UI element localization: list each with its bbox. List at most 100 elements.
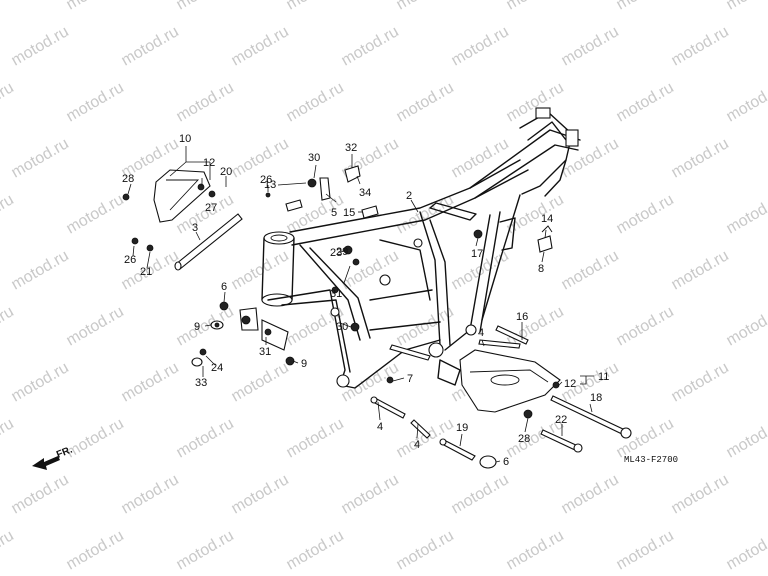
watermark-text: motod.ru bbox=[9, 471, 72, 517]
watermark-text: motod.ru bbox=[559, 247, 622, 293]
callout-4-c: 4 bbox=[414, 439, 420, 451]
callout-13: 13 bbox=[264, 179, 276, 191]
shaft-part bbox=[174, 213, 243, 271]
watermark-text: motod.ru bbox=[394, 527, 457, 573]
watermark-text: motod.ru bbox=[669, 247, 732, 293]
watermark-text: motod.ru bbox=[0, 527, 17, 573]
callout-26-b: 26 bbox=[124, 254, 136, 266]
watermark-text: motod.ru bbox=[119, 471, 182, 517]
diagram-code: ML43-F2700 bbox=[624, 455, 678, 465]
callout-23: 23 bbox=[330, 247, 342, 259]
callout-34: 34 bbox=[359, 187, 371, 199]
callout-6-b: 6 bbox=[503, 456, 509, 468]
callout-5: 5 bbox=[331, 207, 337, 219]
watermark-text: motod.ru bbox=[614, 191, 677, 237]
watermark-text: motod.ru bbox=[449, 23, 512, 69]
watermark-text: motod.ru bbox=[394, 79, 457, 125]
watermark-text: motod.ru bbox=[229, 359, 292, 405]
callout-20: 20 bbox=[220, 166, 232, 178]
callout-19: 19 bbox=[456, 422, 468, 434]
watermark-text: motod.ru bbox=[0, 191, 17, 237]
top-small-parts bbox=[285, 165, 553, 332]
callout-18: 18 bbox=[590, 392, 602, 404]
callout-28-a: 28 bbox=[122, 173, 134, 185]
watermark-text: motod.ru bbox=[724, 0, 768, 13]
watermark-text: motod.ru bbox=[394, 415, 457, 461]
watermark-text: motod.ru bbox=[284, 527, 347, 573]
watermark-text: motod.ru bbox=[559, 23, 622, 69]
leader-lines bbox=[127, 146, 594, 463]
watermark-text: motod.ru bbox=[64, 303, 127, 349]
watermark-text: motod.ru bbox=[9, 247, 72, 293]
watermark-text: motod.ru bbox=[174, 415, 237, 461]
callout-2: 2 bbox=[406, 190, 412, 202]
watermark-text: motod.ru bbox=[504, 79, 567, 125]
main-frame bbox=[261, 107, 581, 389]
watermark-text: motod.ru bbox=[559, 471, 622, 517]
fairing-stay bbox=[153, 169, 216, 223]
front-direction-indicator: FR. bbox=[32, 444, 74, 470]
watermark-text: motod.ru bbox=[64, 0, 127, 13]
watermark-text: motod.ru bbox=[669, 23, 732, 69]
callout-30-a: 30 bbox=[308, 152, 320, 164]
callout-16: 16 bbox=[516, 311, 528, 323]
callout-17: 17 bbox=[471, 248, 483, 260]
callout-7: 7 bbox=[407, 373, 413, 385]
callout-22: 22 bbox=[555, 414, 567, 426]
callout-32: 32 bbox=[345, 142, 357, 154]
callout-9-b: 9 bbox=[301, 358, 307, 370]
callout-11: 11 bbox=[598, 371, 609, 383]
callout-27: 27 bbox=[205, 202, 217, 214]
callout-14: 14 bbox=[541, 213, 553, 225]
watermark-text: motod.ru bbox=[0, 79, 17, 125]
callout-10: 10 bbox=[179, 133, 191, 145]
callout-33: 33 bbox=[195, 377, 207, 389]
bolts bbox=[331, 286, 632, 469]
watermark-text: motod.ru bbox=[119, 23, 182, 69]
callout-9-a: 9 bbox=[194, 321, 200, 333]
callout-29: 29 bbox=[336, 246, 348, 258]
callout-4-a: 4 bbox=[478, 327, 484, 339]
watermark-text: motod.ru bbox=[669, 359, 732, 405]
watermark-text: motod.ru bbox=[64, 79, 127, 125]
watermark-text: motod.ru bbox=[0, 0, 17, 13]
watermark-text: motod.ru bbox=[504, 527, 567, 573]
watermark-text: motod.ru bbox=[504, 0, 567, 13]
watermark-text: motod.ru bbox=[64, 527, 127, 573]
callout-3: 3 bbox=[192, 222, 198, 234]
callout-4-b: 4 bbox=[377, 421, 383, 433]
callout-8: 8 bbox=[538, 263, 544, 275]
side-cover bbox=[459, 349, 561, 413]
watermark-text: motod.ru bbox=[174, 527, 237, 573]
front-arrow-icon bbox=[32, 456, 60, 470]
callout-6-a: 6 bbox=[221, 281, 227, 293]
callout-12-a: 12 bbox=[203, 157, 215, 169]
watermark-text: motod.ru bbox=[119, 359, 182, 405]
watermark-text: motod.ru bbox=[9, 23, 72, 69]
watermark-text: motod.ru bbox=[614, 527, 677, 573]
watermark-text: motod.ru bbox=[339, 23, 402, 69]
watermark-text: motod.ru bbox=[0, 415, 17, 461]
watermark-text: motod.ru bbox=[614, 303, 677, 349]
callout-labels: 2 3 4 4 4 5 6 6 7 8 9 9 10 11 12 12 13 1… bbox=[122, 133, 609, 468]
watermark-text: motod.ru bbox=[614, 0, 677, 13]
watermark-text: motod.ru bbox=[229, 471, 292, 517]
watermark-text: motod.ru bbox=[229, 23, 292, 69]
watermark-text: motod.ru bbox=[449, 135, 512, 181]
watermark-text: motod.ru bbox=[449, 471, 512, 517]
callout-12-b: 12 bbox=[564, 378, 576, 390]
watermark-text: motod.ru bbox=[0, 303, 17, 349]
watermark-text: motod.ru bbox=[504, 191, 567, 237]
watermark-text: motod.ru bbox=[284, 191, 347, 237]
watermark-text: motod.ru bbox=[284, 415, 347, 461]
callout-21: 21 bbox=[140, 266, 152, 278]
watermark-text: motod.ru bbox=[174, 0, 237, 13]
watermark-text: motod.ru bbox=[724, 79, 768, 125]
callout-31-b: 31 bbox=[259, 346, 271, 358]
watermark-text: motod.ru bbox=[229, 247, 292, 293]
watermark-text: motod.ru bbox=[9, 135, 72, 181]
callout-30-b: 30 bbox=[336, 321, 348, 333]
watermark-text: motod.ru bbox=[174, 79, 237, 125]
